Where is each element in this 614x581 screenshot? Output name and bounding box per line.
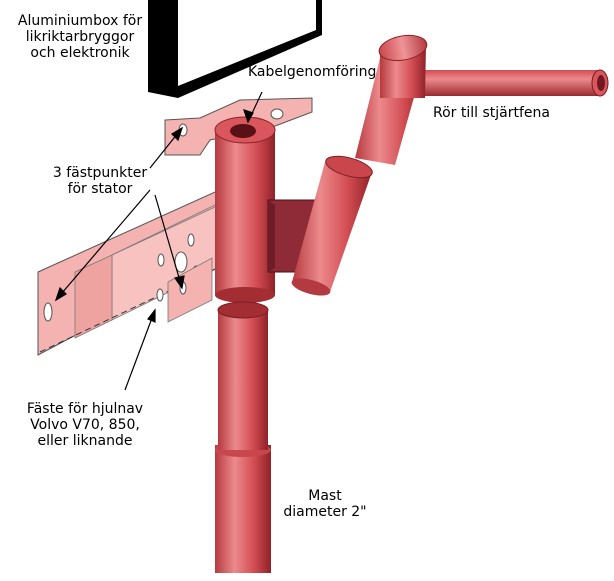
mast-label: Mast diameter 2": [283, 488, 367, 520]
hub-mount-label-2: Volvo V70, 850,: [30, 417, 140, 433]
mast: [215, 301, 271, 573]
tail-pipe-label: Rör till stjärtfena: [433, 105, 550, 121]
hub-mount-label-1: Fäste för hjulnav: [26, 401, 144, 417]
hub-mount-label-3: eller liknande: [37, 433, 133, 449]
stator-mount-label: 3 fästpunkter för stator: [52, 165, 148, 197]
box-label: Aluminiumbox för likriktarbryggor och el…: [17, 13, 143, 61]
cable-feedthrough-label: Kabelgenomföring: [248, 64, 377, 80]
tail-pipe-elbow: [378, 34, 428, 98]
tail-pipe-lower: [291, 155, 373, 296]
hub-mount-box: [37, 177, 247, 356]
tail-pipe-horizontal: [398, 69, 609, 97]
leader-lines: [54, 91, 263, 391]
upper-pipe: [214, 116, 276, 303]
aluminium-box: [148, 0, 322, 98]
